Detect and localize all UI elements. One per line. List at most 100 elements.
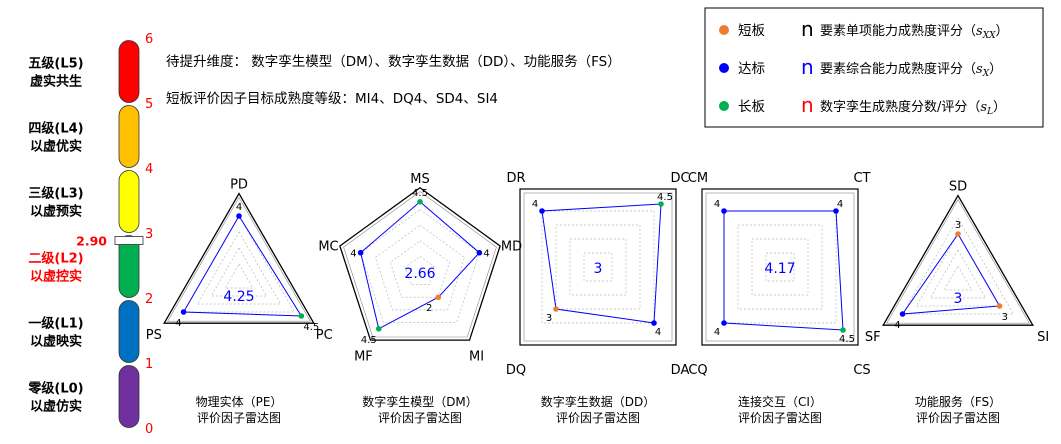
info-line-dimensions: 待提升维度： 数字孪生模型（DM）、数字孪生数据（DD）、功能服务（FS） (166, 53, 621, 70)
legend-note: 要素单项能力成熟度评分（sXX） (820, 23, 1009, 41)
radar-axis-label: MS (410, 172, 429, 187)
scale-tick-label: 2 (145, 292, 153, 307)
scale-segment (118, 170, 140, 233)
radar-point (375, 325, 382, 332)
radar-value-label: 3 (955, 220, 961, 231)
legend-box (704, 7, 1044, 128)
scale-tick-label: 0 (145, 422, 153, 437)
scale-segment (118, 365, 140, 428)
radar-axis-label: DQ (506, 363, 526, 378)
level-name: 零级(L0) (27, 381, 83, 397)
radar-chart: 3 3 4 SD SI SF 3 功能服务（FS） 评价因子雷达图 (865, 180, 1049, 425)
radar-score: 3 (594, 261, 603, 277)
radar-frame-inner (705, 192, 855, 342)
radar-score: 4.25 (223, 289, 254, 305)
radar-value-label: 4 (714, 327, 720, 338)
radar-point (658, 201, 664, 207)
radar-score: 3 (954, 291, 963, 307)
radar-title: 数字孪生数据（DD） (541, 394, 655, 409)
scale-segment (118, 235, 140, 298)
current-level-marker (114, 236, 144, 245)
legend-label: 长板 (738, 99, 766, 115)
scale-segment (118, 105, 140, 168)
info-block: 待提升维度： 数字孪生模型（DM）、数字孪生数据（DD）、功能服务（FS） 短板… (166, 53, 621, 107)
radar-subtitle: 评价因子雷达图 (556, 411, 640, 425)
radar-charts: 44.54PDPCPS4.25物理实体（PE）评价因子雷达图4.5424.54M… (146, 171, 1050, 425)
radar-axis-label: MC (318, 240, 338, 255)
radar-point (539, 208, 545, 214)
scale-tick-label: 1 (145, 357, 153, 372)
legend-note: 要素综合能力成熟度评分（sX） (820, 61, 1002, 79)
radar-grid-ring (583, 252, 613, 282)
radar-series-line (901, 233, 1001, 315)
legend-n-symbol: n (801, 55, 814, 79)
radar-score: 4.17 (764, 261, 795, 277)
radar-subtitle: 评价因子雷达图 (197, 411, 281, 425)
radar-grid-ring (196, 231, 282, 305)
radar-grid-ring (765, 252, 795, 282)
level-desc: 以虚控实 (30, 269, 82, 285)
level-name: 三级(L3) (28, 186, 83, 202)
radar-axis-label: DR (506, 171, 525, 186)
radar-axis-label: SI (1037, 330, 1049, 345)
radar-point (553, 306, 559, 312)
radar-value-label: 4.5 (303, 322, 319, 333)
radar-grid-ring (224, 263, 254, 289)
radar-grid-ring (737, 224, 823, 310)
radar-value-label: 4 (837, 199, 843, 210)
radar-axis-label: DC (670, 171, 689, 186)
radar-value-label: 4.5 (412, 188, 428, 199)
radar-point (435, 294, 442, 301)
radar-point (996, 303, 1003, 309)
radar-point (417, 199, 423, 205)
scale-tick-label: 4 (145, 162, 153, 177)
radar-series-line (182, 215, 303, 317)
level-desc: 虚实共生 (30, 74, 82, 90)
radar-title: 功能服务（FS） (915, 394, 1001, 409)
radar-point (180, 309, 187, 315)
scale-tick-label: 5 (145, 97, 153, 112)
radar-frame-inner (167, 197, 311, 322)
radar-series-line (360, 201, 481, 330)
legend-n-symbol: n (801, 93, 814, 117)
radar-frame (339, 186, 501, 341)
radar-value-label: 4.5 (657, 192, 673, 203)
radar-value-label: 3 (1002, 312, 1008, 323)
radar-subtitle: 评价因子雷达图 (916, 411, 1000, 425)
legend-label: 短板 (738, 23, 766, 39)
radar-axis-label: CM (688, 171, 708, 186)
radar-point (721, 208, 727, 214)
current-level-value: 2.90 (76, 234, 107, 249)
level-desc: 以虚映实 (30, 334, 82, 350)
level-desc: 以虚仿实 (30, 399, 82, 415)
radar-point (833, 208, 839, 214)
radar-value-label: 4 (532, 199, 538, 210)
scale-segment (118, 300, 140, 363)
radar-grid-ring (404, 255, 436, 285)
radar-axis-label: PS (146, 328, 162, 343)
info-line-target: 短板评价因子目标成熟度等级：MI4、DQ4、SD4、SI4 (166, 90, 498, 107)
scale-tick-label: 3 (145, 227, 153, 242)
radar-value-label: 4 (894, 320, 900, 331)
legend-marker (719, 25, 729, 35)
radar-value-label: 4 (175, 318, 181, 329)
radar-point (651, 320, 657, 326)
radar-point (721, 320, 727, 326)
radar-axis-label: MI (469, 349, 484, 364)
radar-grid-ring (389, 240, 451, 298)
radar-value-label: 4 (655, 327, 661, 338)
radar-axis-label: SD (949, 180, 967, 195)
scale-segment (118, 40, 140, 103)
legend-marker (719, 63, 729, 73)
scale-tick-label: 6 (145, 32, 153, 47)
radar-value-label: 4.5 (361, 335, 377, 346)
radar-value-label: 4 (350, 249, 356, 260)
radar-frame (163, 192, 315, 324)
maturity-scale: 五级(L5)虚实共生四级(L4)以虚优实三级(L3)以虚预实二级(L2)以虚控实… (27, 32, 153, 437)
radar-axis-label: SF (865, 330, 881, 345)
radar-frame (882, 194, 1034, 326)
level-name: 一级(L1) (28, 316, 83, 332)
